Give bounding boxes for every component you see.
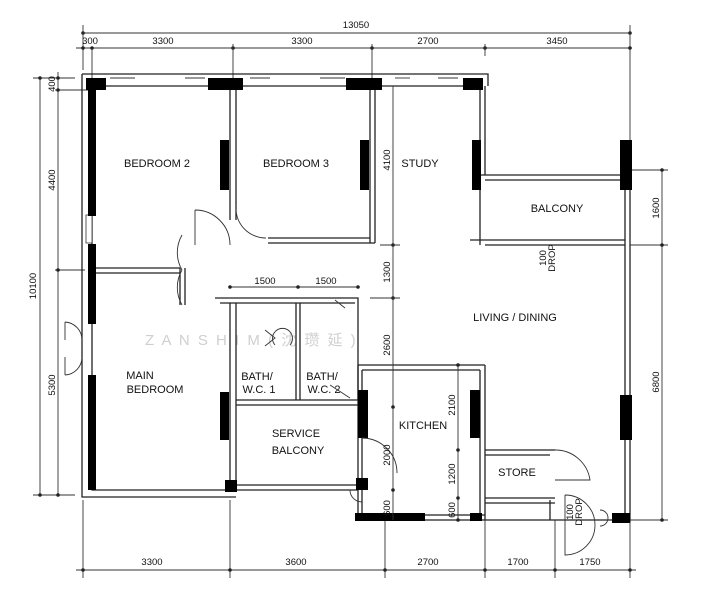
label-main-bedroom-line1: MAIN — [126, 370, 154, 382]
label-bath-1-line2: W.C. 1 — [242, 384, 275, 396]
label-kitchen: KITCHEN — [399, 420, 447, 432]
dim-bath1-1500: 1500 — [254, 276, 275, 287]
dim-600-right: 600 — [447, 502, 458, 518]
dim-2100: 2100 — [447, 394, 458, 415]
label-service-balcony-line1: SERVICE — [272, 428, 320, 440]
structural-columns — [86, 78, 632, 523]
inner-dimensions: 4100 1300 2600 2000 600 2100 1200 600 15… — [228, 86, 585, 526]
label-study: STUDY — [401, 158, 439, 170]
dim-left-total: 10100 — [28, 273, 39, 299]
dim-top-2700: 2700 — [417, 36, 438, 47]
drop-label-1-text: DROP — [547, 244, 558, 271]
dim-1200: 1200 — [447, 463, 458, 484]
label-main-bedroom-line2: BEDROOM — [127, 384, 184, 396]
dim-4100: 4100 — [382, 149, 393, 170]
doors — [64, 204, 609, 556]
dim-600-left: 600 — [382, 500, 393, 516]
label-store: STORE — [498, 467, 536, 479]
label-living-dining: LIVING / DINING — [473, 312, 557, 324]
label-bath-1-line1: BATH/ — [241, 371, 274, 383]
dim-bottom-1700: 1700 — [507, 557, 528, 568]
left-dimensions: 10100 400 4400 5300 — [28, 72, 92, 497]
dim-left-400: 400 — [47, 76, 58, 92]
bottom-dimensions: 3300 3600 2700 1700 1750 — [76, 500, 636, 578]
dim-bottom-3600: 3600 — [285, 557, 306, 568]
dim-2000: 2000 — [382, 444, 393, 465]
dim-1300: 1300 — [382, 261, 393, 282]
dim-right-6800: 6800 — [651, 371, 662, 392]
drop-label-2-text: DROP — [574, 498, 585, 525]
label-bedroom-3: BEDROOM 3 — [263, 158, 329, 170]
dim-top-300: 300 — [82, 36, 98, 47]
walls — [81, 73, 631, 522]
dim-right-1600: 1600 — [651, 197, 662, 218]
dim-bath2-1500: 1500 — [315, 276, 336, 287]
dim-2600: 2600 — [382, 334, 393, 355]
dim-bottom-3300: 3300 — [141, 557, 162, 568]
room-labels: BEDROOM 2 BEDROOM 3 STUDY BALCONY LIVING… — [124, 158, 584, 479]
top-dimensions: 13050 300 3300 3300 2700 3450 — [76, 20, 632, 140]
drop-label-1-value: 100 — [538, 250, 549, 266]
dim-top-total: 13050 — [343, 20, 369, 31]
right-dimensions: 1600 6800 — [630, 168, 668, 522]
label-bath-2-line2: W.C. 2 — [307, 384, 340, 396]
dim-bottom-2700: 2700 — [417, 557, 438, 568]
label-balcony: BALCONY — [531, 203, 584, 215]
drop-label-2-value: 100 — [565, 504, 576, 520]
label-service-balcony-line2: BALCONY — [272, 445, 325, 457]
dim-top-3450: 3450 — [546, 36, 567, 47]
dim-bottom-1750: 1750 — [579, 557, 600, 568]
dim-left-4400: 4400 — [47, 169, 58, 190]
label-bedroom-2: BEDROOM 2 — [124, 158, 190, 170]
label-bath-2-line1: BATH/ — [306, 371, 339, 383]
dim-left-5300: 5300 — [47, 374, 58, 395]
dim-top-3300b: 3300 — [291, 36, 312, 47]
dim-top-3300a: 3300 — [152, 36, 173, 47]
watermark: Z A N S H I M ( 沈 瓒 延 ) — [145, 332, 358, 349]
